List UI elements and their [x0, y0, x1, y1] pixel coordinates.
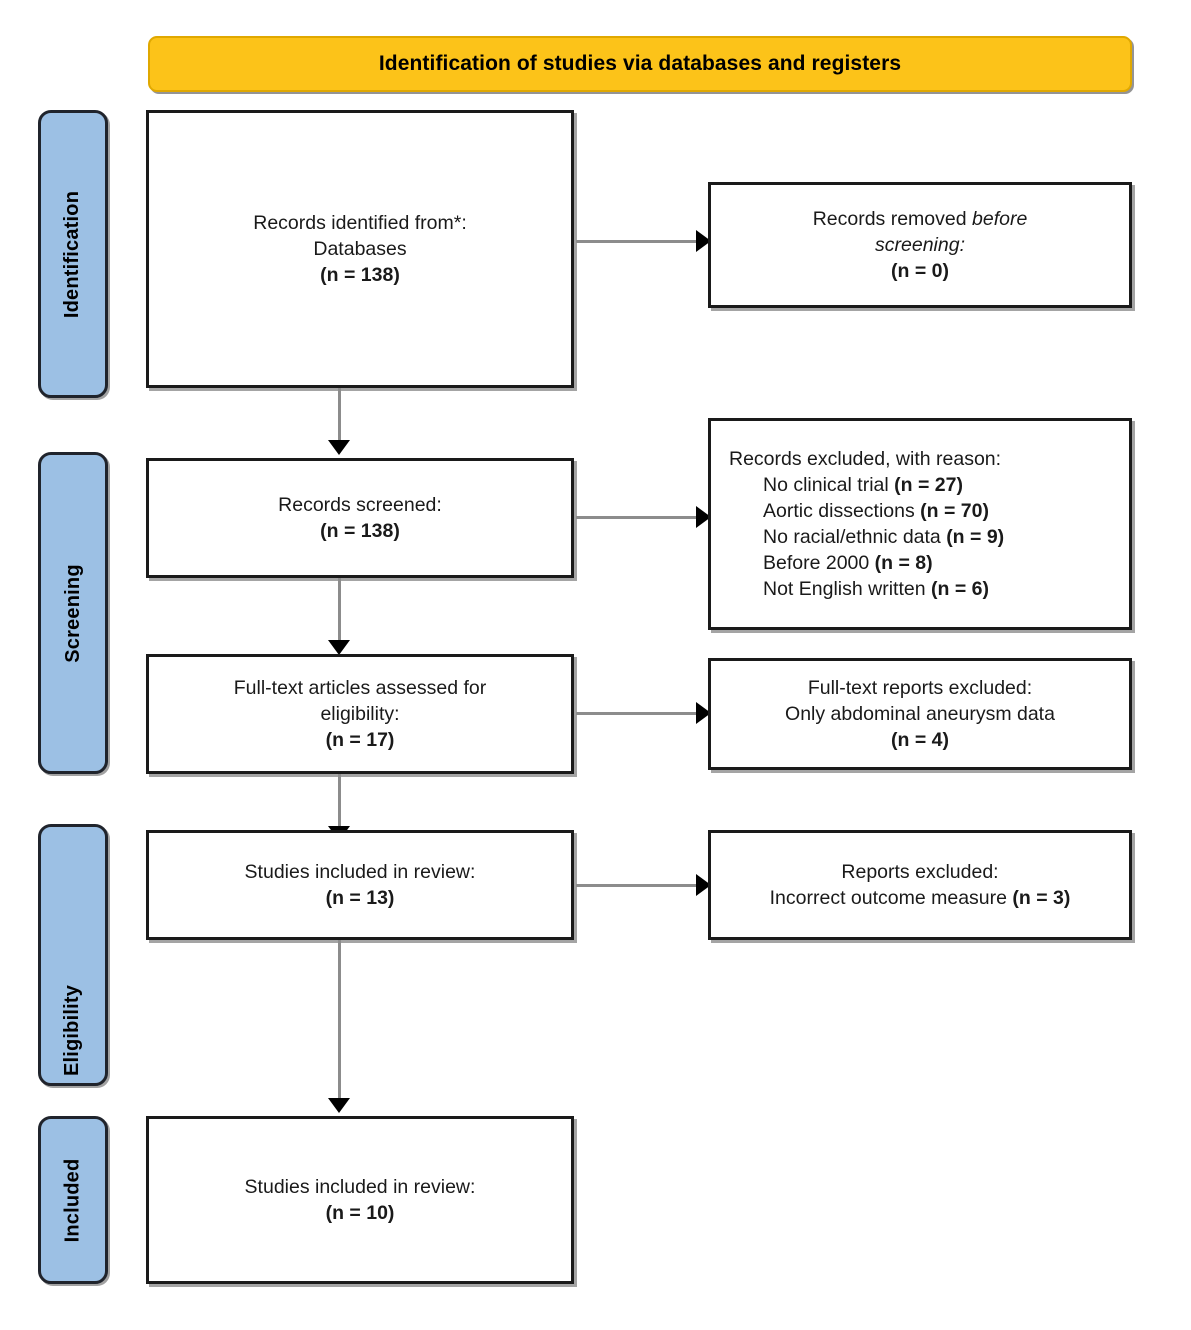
records-excluded-heading: Records excluded, with reason: — [729, 447, 1002, 470]
fulltext-excluded-count: (n = 4) — [891, 729, 949, 752]
box-studies-included-review: Studies included in review: (n = 13) — [146, 830, 574, 940]
banner-title: Identification of studies via databases … — [378, 52, 902, 75]
connector-screened-to-fulltext — [338, 578, 341, 640]
reports-excluded-line1: Reports excluded: — [841, 860, 999, 883]
box-reports-excluded: Reports excluded: Incorrect outcome meas… — [708, 830, 1132, 940]
records-excluded-reason: No clinical trial (n = 27) — [763, 473, 963, 496]
fulltext-assessed-count: (n = 17) — [325, 729, 395, 752]
arrow-fulltext-to-excluded — [696, 702, 711, 724]
records-identified-line1: Records identified from*: — [253, 211, 467, 234]
box-records-excluded: Records excluded, with reason: No clinic… — [708, 418, 1132, 630]
records-excluded-reason: No racial/ethnic data (n = 9) — [763, 526, 1005, 548]
fulltext-excluded-line1: Full-text reports excluded: — [807, 676, 1033, 699]
box-records-removed: Records removed before screening: (n = 0… — [708, 182, 1132, 308]
arrow-studies-to-reports-excluded — [696, 874, 711, 896]
records-screened-line1: Records screened: — [278, 493, 442, 516]
arrow-identified-to-screened — [328, 440, 350, 455]
fulltext-excluded-line2: Only abdominal aneurysm data — [785, 702, 1055, 725]
box-fulltext-assessed: Full-text articles assessed for eligibil… — [146, 654, 574, 774]
stage-bar-identification: Identification — [38, 110, 108, 398]
records-removed-line1: Records removed before — [812, 207, 1028, 230]
connector-fulltext-to-included — [338, 774, 341, 826]
stage-bar-screening: Screening — [38, 452, 108, 774]
arrow-studies-to-final — [328, 1098, 350, 1113]
records-excluded-reason: Not English written (n = 6) — [763, 578, 989, 601]
diagram-banner: Identification of studies via databases … — [148, 36, 1132, 92]
connector-studies-to-final — [338, 940, 341, 1098]
stage-bar-included: Included — [38, 1116, 108, 1284]
box-records-identified: Records identified from*: Databases (n =… — [146, 110, 574, 388]
stage-bar-eligibility: Eligibility — [38, 824, 108, 1086]
stage-label-screening: Screening — [61, 563, 84, 663]
fulltext-assessed-line1: Full-text articles assessed for — [233, 676, 487, 699]
fulltext-assessed-line2: eligibility: — [320, 702, 400, 725]
records-excluded-reason: Before 2000 (n = 8) — [763, 552, 933, 575]
records-excluded-reason: Aortic dissections (n = 70) — [763, 499, 989, 522]
reports-excluded-line2: Incorrect outcome measure (n = 3) — [769, 887, 1071, 909]
records-removed-count: (n = 0) — [891, 260, 949, 283]
arrow-identified-to-removed — [696, 230, 711, 252]
connector-identified-to-screened — [338, 388, 341, 440]
stage-label-identification: Identification — [61, 190, 84, 318]
stage-label-eligibility: Eligibility — [61, 984, 84, 1076]
final-included-line1: Studies included in review: — [244, 1175, 476, 1198]
records-removed-italic-before: before — [972, 207, 1028, 230]
records-removed-line2: screening: — [875, 233, 965, 256]
box-records-screened: Records screened: (n = 138) — [146, 458, 574, 578]
records-identified-line2: Databases — [313, 237, 407, 260]
records-screened-count: (n = 138) — [320, 520, 400, 542]
arrow-screened-to-excluded — [696, 506, 711, 528]
studies-included-review-line1: Studies included in review: — [244, 860, 476, 883]
stage-label-included: Included — [61, 1158, 84, 1242]
studies-included-review-count: (n = 13) — [325, 887, 395, 909]
final-included-count: (n = 10) — [325, 1202, 395, 1224]
box-final-included: Studies included in review: (n = 10) — [146, 1116, 574, 1284]
connector-screened-to-excluded — [576, 516, 698, 519]
box-fulltext-excluded: Full-text reports excluded: Only abdomin… — [708, 658, 1132, 770]
connector-fulltext-to-excluded — [576, 712, 698, 715]
arrow-screened-to-fulltext — [328, 640, 350, 655]
connector-identified-to-removed — [576, 240, 698, 243]
connector-studies-to-reports-excluded — [576, 884, 698, 887]
records-identified-count: (n = 138) — [320, 264, 400, 287]
